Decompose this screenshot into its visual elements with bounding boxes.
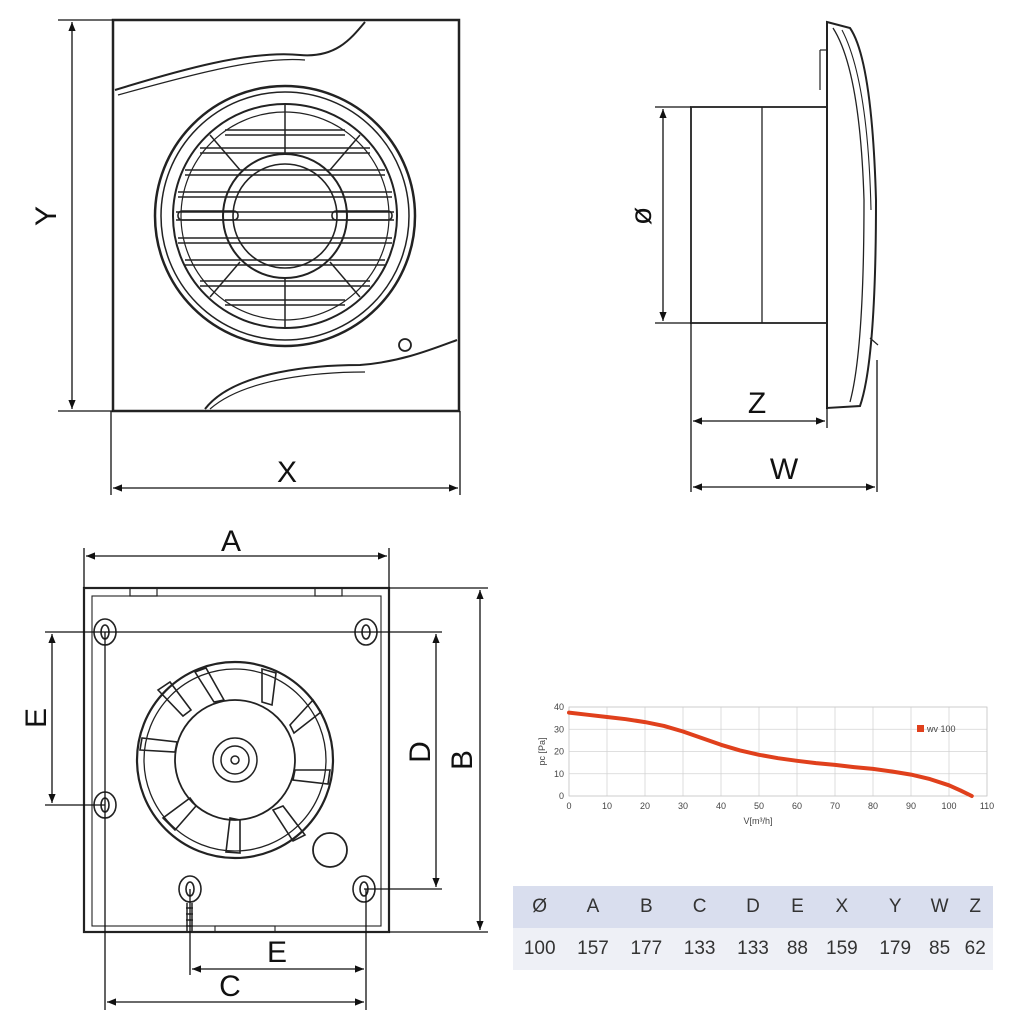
side-panel-profile [826,20,878,410]
dim-label-diameter: ø [625,207,658,225]
table-header-cell: A [586,896,600,917]
x-tick-label: 20 [640,801,650,811]
y-tick-label: 20 [554,747,564,757]
table-header-cell: Z [969,896,981,917]
x-tick-label: 100 [941,801,956,811]
table-header-cell: X [835,896,849,917]
back-dimensions [45,548,488,1010]
side-view [690,20,879,410]
x-axis-label: V[m³/h] [743,816,772,826]
front-view [111,18,461,413]
dim-label-e-bottom: E [267,936,287,969]
dim-label-e-left: E [20,708,53,728]
table-header-cell: Ø [532,896,548,917]
y-tick-label: 30 [554,724,564,734]
x-tick-label: 70 [830,801,840,811]
table-header-cell: D [746,896,760,917]
x-tick-label: 50 [754,801,764,811]
x-tick-label: 10 [602,801,612,811]
dim-label-d: D [404,741,437,763]
y-axis-label: pc [Pa] [537,737,547,765]
y-tick-label: 0 [559,791,564,801]
back-panel [82,586,391,934]
dim-label-w: W [770,453,799,486]
dim-label-x: X [277,456,297,489]
impeller-blades [139,667,331,854]
pressure-flow-chart: 0 10 20 30 40 0 10 20 30 40 50 60 70 80 90 100 110V[m³/h… [537,702,994,826]
front-panel [111,18,461,413]
indicator-led [398,338,412,352]
x-tick-label: 40 [716,801,726,811]
table-value-cell: 62 [964,938,986,959]
grille-outer-ring [153,84,417,348]
dim-label-y: Y [30,206,63,226]
legend-swatch [917,725,924,732]
front-dimensions [58,19,461,495]
table-header-cell: Y [888,896,902,917]
duct-spigot [690,106,828,324]
front-panel-wave-bottom [204,339,458,410]
table-header-cell: B [639,896,653,917]
cable-entry [312,832,348,868]
legend-label: wv 100 [926,724,956,734]
impeller-housing [135,660,335,860]
table-value-cell: 159 [826,938,858,959]
table-value-cell: 133 [737,938,769,959]
y-tick-label: 40 [554,702,564,712]
table-header-cell: W [930,896,949,917]
table-value-cell: 88 [786,938,808,959]
table-header-cell: C [692,896,707,917]
x-tick-label: 60 [792,801,802,811]
table-value-cell: 85 [929,938,951,959]
back-view [82,586,391,934]
x-tick-label: 90 [906,801,916,811]
table-value-cell: 179 [879,938,912,959]
table-value-cell: 177 [630,938,663,959]
x-tick-label: 30 [678,801,688,811]
dim-label-a: A [221,525,241,558]
dim-label-c: C [219,970,241,1003]
y-tick-label: 10 [554,769,564,779]
table-header-cell: E [791,896,804,917]
dim-label-b: B [446,750,479,770]
front-panel-wave-top [114,21,366,91]
motor-hub [174,699,296,821]
side-dimensions [655,106,878,492]
x-tick-label: 110 [980,801,994,811]
table-value-cell: 100 [523,938,556,959]
dim-label-z: Z [748,387,766,420]
x-tick-label: 0 [566,801,571,811]
table-value-cell: 157 [577,938,609,959]
table-value-cell: 133 [683,938,716,959]
x-tick-label: 80 [868,801,878,811]
plot-area [568,706,988,797]
dimension-table-values: 100 157 177 133 133 88 159 179 85 62 [513,928,993,970]
